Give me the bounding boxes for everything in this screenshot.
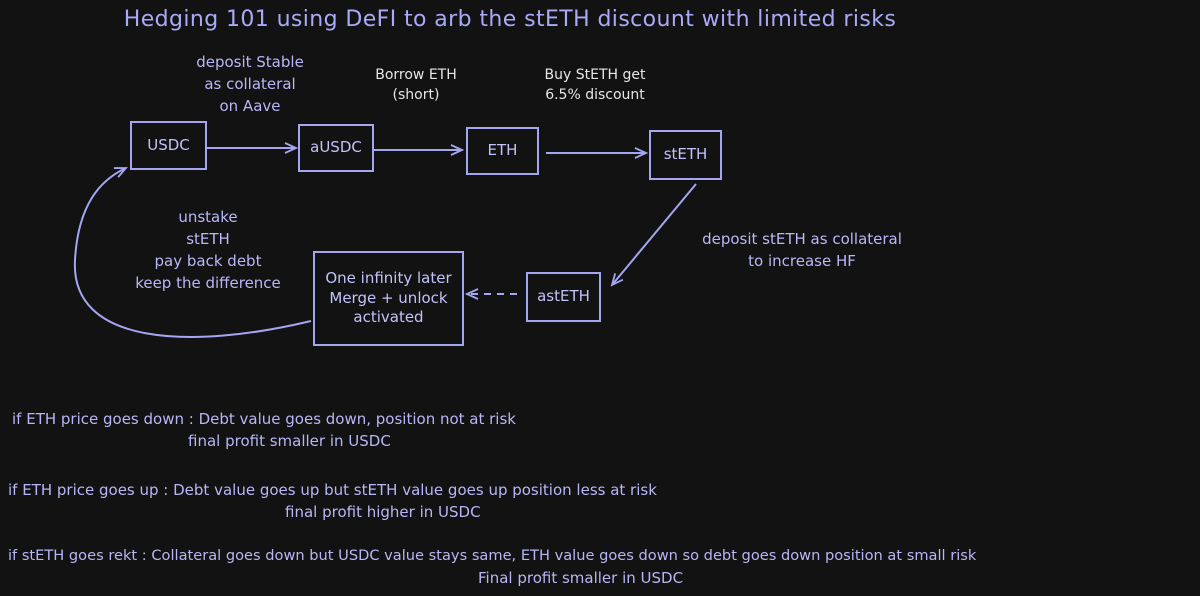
scenario-2-line-2: final profit higher in USDC — [285, 503, 481, 521]
node-merge-line: One infinity later — [325, 269, 452, 288]
label-deposit-steth: deposit stETH as collateral to increase … — [672, 228, 932, 272]
label-buy-steth: Buy StETH get 6.5% discount — [520, 65, 670, 105]
node-merge: One infinity later Merge + unlock activa… — [313, 251, 464, 346]
label-deposit-steth-line: deposit stETH as collateral — [702, 230, 902, 248]
label-borrow-eth: Borrow ETH (short) — [346, 65, 486, 105]
label-deposit-stable-line: deposit Stable — [196, 53, 304, 71]
node-asteth: astETH — [526, 272, 601, 322]
label-unstake-line: unstake — [178, 208, 238, 226]
label-unstake-line: pay back debt — [154, 252, 262, 270]
node-merge-line: Merge + unlock — [329, 288, 448, 307]
node-steth: stETH — [649, 130, 722, 180]
scenario-3-line-1: if stETH goes rekt : Collateral goes dow… — [8, 547, 977, 564]
label-deposit-stable-line: on Aave — [219, 97, 281, 115]
label-deposit-stable: deposit Stable as collateral on Aave — [160, 51, 340, 117]
label-buy-steth-line: 6.5% discount — [545, 87, 645, 103]
scenario-3-line-2: Final profit smaller in USDC — [478, 569, 684, 587]
node-eth: ETH — [466, 127, 539, 175]
label-unstake-line: stETH — [186, 230, 230, 248]
label-deposit-steth-line: to increase HF — [748, 252, 856, 270]
label-unstake: unstake stETH pay back debt keep the dif… — [118, 206, 298, 294]
node-asteth-label: astETH — [537, 287, 590, 306]
node-eth-label: ETH — [487, 141, 518, 160]
node-usdc: USDC — [130, 121, 207, 170]
diagram-title: Hedging 101 using DeFI to arb the stETH … — [123, 7, 897, 32]
arrow-steth-to-asteth — [612, 183, 697, 285]
node-merge-line: activated — [353, 308, 424, 327]
label-unstake-line: keep the difference — [135, 274, 281, 292]
label-borrow-eth-line: Borrow ETH — [375, 67, 457, 83]
node-usdc-label: USDC — [147, 135, 190, 154]
scenario-1-line-1: if ETH price goes down : Debt value goes… — [12, 410, 516, 428]
node-ausdc-label: aUSDC — [310, 138, 362, 157]
label-deposit-stable-line: as collateral — [204, 75, 296, 93]
scenario-2-line-1: if ETH price goes up : Debt value goes u… — [8, 481, 657, 499]
label-buy-steth-line: Buy StETH get — [544, 67, 646, 83]
node-ausdc: aUSDC — [298, 124, 374, 172]
label-borrow-eth-line: (short) — [392, 87, 440, 103]
node-steth-label: stETH — [663, 145, 708, 164]
arrow-merge-to-usdc — [73, 168, 312, 338]
scenario-1-line-2: final profit smaller in USDC — [188, 432, 391, 450]
